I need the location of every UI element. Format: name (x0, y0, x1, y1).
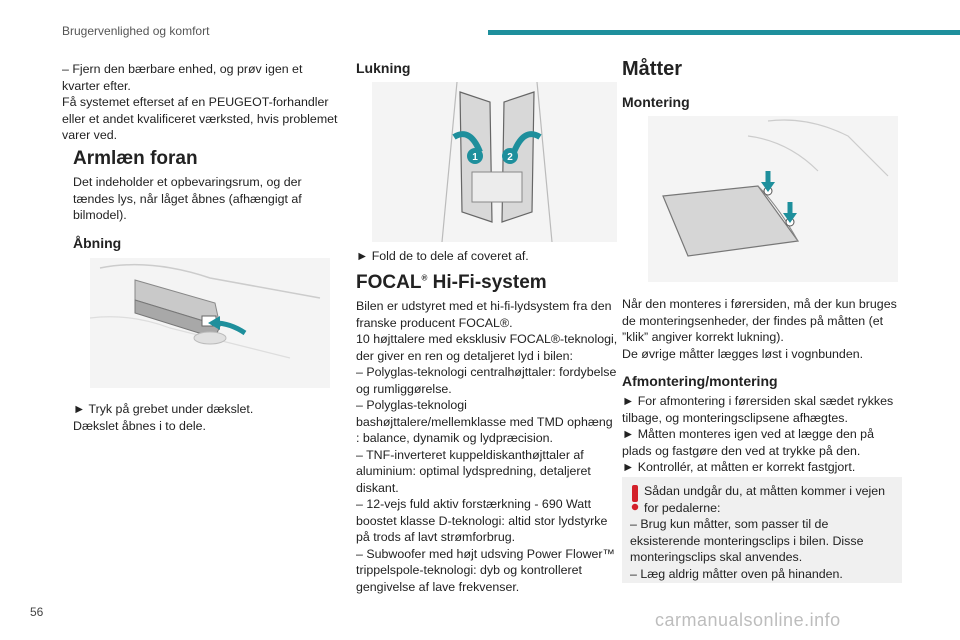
chapter-title: Brugervenlighed og komfort (62, 24, 210, 38)
header-accent-bar (488, 30, 960, 35)
floor-mat-illustration (648, 116, 898, 282)
armrest-text: Det indeholder et opbevaringsrum, og der… (73, 175, 302, 222)
focal-intro: Bilen er udstyret med et hi-fi-lydsystem… (356, 299, 612, 330)
focal-heading-reg: ® (421, 273, 428, 283)
focal-feature-list: – Polyglas-teknologi centralhøjttaler: f… (356, 365, 617, 594)
focal-heading: FOCAL® Hi-Fi-system (356, 272, 547, 294)
closing-heading: Lukning (356, 60, 411, 76)
warning-exclamation-icon (631, 485, 639, 511)
callout-1-label: 1 (472, 152, 478, 163)
intro-text: – Fjern den bærbare enhed, og prøv igen … (62, 62, 338, 142)
focal-heading-rest: Hi-Fi-system (427, 272, 547, 293)
opening-text: ► Tryk på grebet under dækslet. Dækslet … (73, 402, 254, 433)
focal-speakers: 10 højttalere med eksklusiv FOCAL®-tekno… (356, 332, 618, 363)
mounting-text: Når den monteres i førersiden, må der ku… (622, 297, 897, 361)
armrest-open-drawing (89, 263, 321, 359)
warning-list: – Brug kun måtter, som passer til de eks… (630, 517, 864, 581)
removal-text: ► For afmontering i førersiden skal sæde… (622, 394, 894, 474)
page-number: 56 (30, 605, 44, 619)
warning-title: Sådan undgår du, at måtten kommer i veje… (644, 484, 886, 515)
warning-box: Sådan undgår du, at måtten kommer i veje… (622, 477, 902, 583)
floor-mat-drawing (662, 119, 889, 257)
mounting-heading: Montering (622, 94, 690, 110)
callout-2-label: 2 (507, 152, 513, 163)
armrest-heading: Armlæn foran (73, 148, 198, 169)
removal-heading: Afmontering/montering (622, 373, 778, 389)
armrest-closing-illustration: 1 2 (372, 81, 617, 243)
opening-heading: Åbning (73, 235, 122, 251)
armrest-close-drawing: 1 2 (441, 81, 553, 243)
armrest-opening-illustration (89, 258, 330, 388)
watermark-text: carmanualsonline.info (655, 610, 841, 630)
closing-text: ► Fold de to dele af coveret af. (356, 249, 529, 263)
focal-heading-brand: FOCAL (356, 272, 422, 293)
mats-heading: Måtter (622, 58, 683, 80)
